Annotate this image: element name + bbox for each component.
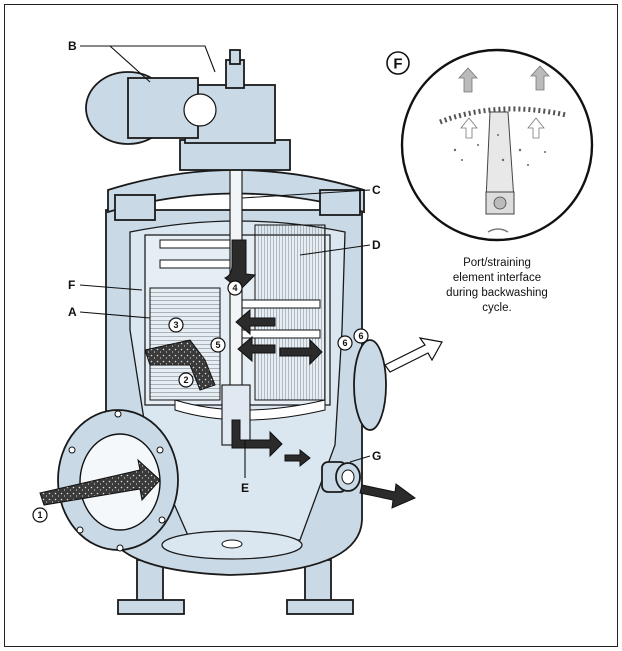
label-b: B	[68, 39, 77, 53]
label-f: F	[68, 278, 75, 292]
drive-motor	[85, 49, 291, 171]
caption-line-3: during backwashing	[446, 287, 548, 299]
label-c: C	[372, 183, 381, 197]
caption-line-4: cycle.	[482, 302, 511, 314]
inset-caption: Port/straining element interface during …	[446, 257, 548, 314]
caption-line-1: Port/straining	[463, 257, 531, 269]
inset-letter: F	[393, 56, 402, 73]
flow-step-5: 5	[215, 340, 220, 350]
flow-arrows	[39, 239, 443, 509]
label-d: D	[372, 238, 381, 252]
flow-step-2: 2	[183, 375, 188, 385]
caption-line-2: element interface	[453, 272, 541, 284]
flow-step-3: 3	[173, 320, 178, 330]
diagram-frame	[4, 4, 618, 647]
outlet-flange	[353, 339, 387, 431]
flow-step-markers: 1 2 3 4 5 6 6	[32, 280, 369, 523]
backwash-outlet	[321, 461, 361, 493]
flow-step-6b: 6	[358, 331, 363, 341]
label-a: A	[68, 305, 77, 319]
flow-step-6a: 6	[342, 338, 347, 348]
leader-lines	[79, 45, 371, 478]
flow-step-1: 1	[37, 510, 42, 520]
label-g: G	[372, 449, 381, 463]
flow-step-4: 4	[232, 283, 237, 293]
inset-detail: F	[386, 48, 594, 242]
label-e: E	[241, 481, 249, 495]
